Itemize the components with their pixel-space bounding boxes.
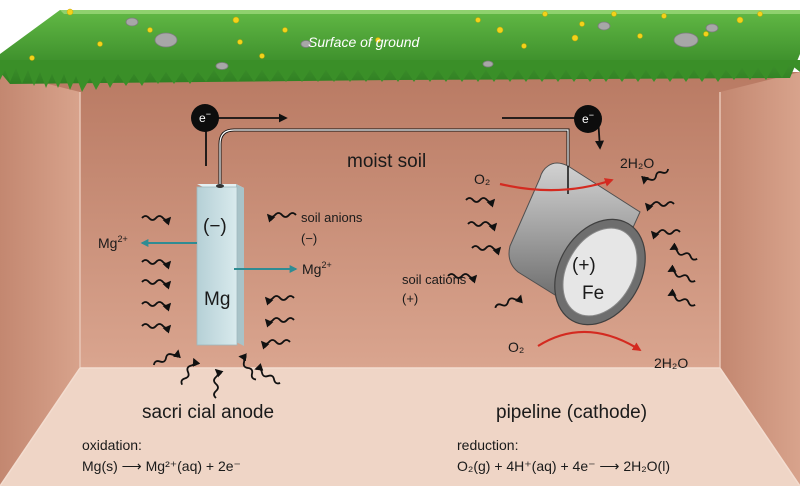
cathode-caption: pipeline (cathode) — [496, 402, 647, 423]
mg-ion-label-left: Mg2+ — [98, 234, 128, 251]
oxygen-label-top: O₂ — [474, 171, 490, 187]
soil-cations-label: soil cations — [402, 272, 467, 287]
moist-soil-label: moist soil — [347, 151, 426, 172]
electron-right: e− — [574, 105, 602, 133]
magnesium-anode — [196, 184, 244, 346]
oxygen-arrow-top — [499, 178, 614, 192]
mg-ion-label-right: Mg2+ — [302, 260, 332, 277]
anode-metal-label: Mg — [204, 289, 230, 310]
iron-pipeline — [508, 162, 646, 326]
oxygen-label-bottom: O₂ — [508, 339, 524, 355]
cathode-metal-label: Fe — [582, 283, 604, 304]
oxygen-arrow-bottom — [537, 330, 642, 351]
soil-anions-label: soil anions — [301, 210, 363, 225]
soil-anions-charge: (−) — [301, 231, 317, 246]
oxidation-equation: Mg(s) ⟶ Mg²⁺(aq) + 2e⁻ — [82, 458, 241, 474]
reduction-equation: O₂(g) + 4H⁺(aq) + 4e⁻ ⟶ 2H₂O(l) — [457, 458, 670, 474]
grass-surface — [0, 8, 800, 92]
soil-block — [0, 72, 800, 486]
connecting-wire-highlight — [219, 129, 569, 194]
reduction-title: reduction: — [457, 437, 518, 453]
anode-charge: (−) — [203, 216, 227, 237]
soil-cations-charge: (+) — [402, 291, 418, 306]
water-label-top: 2H₂O — [620, 155, 654, 171]
surface-of-ground-label: Surface of ground — [308, 34, 421, 50]
water-label-bottom: 2H₂O — [654, 355, 688, 371]
svg-text:e−: e− — [582, 110, 594, 126]
oxidation-title: oxidation: — [82, 437, 142, 453]
svg-text:e−: e− — [199, 109, 211, 125]
electron-left: e− — [191, 104, 219, 132]
cathode-charge: (+) — [572, 255, 596, 276]
anode-caption: sacri cial anode — [142, 402, 274, 423]
